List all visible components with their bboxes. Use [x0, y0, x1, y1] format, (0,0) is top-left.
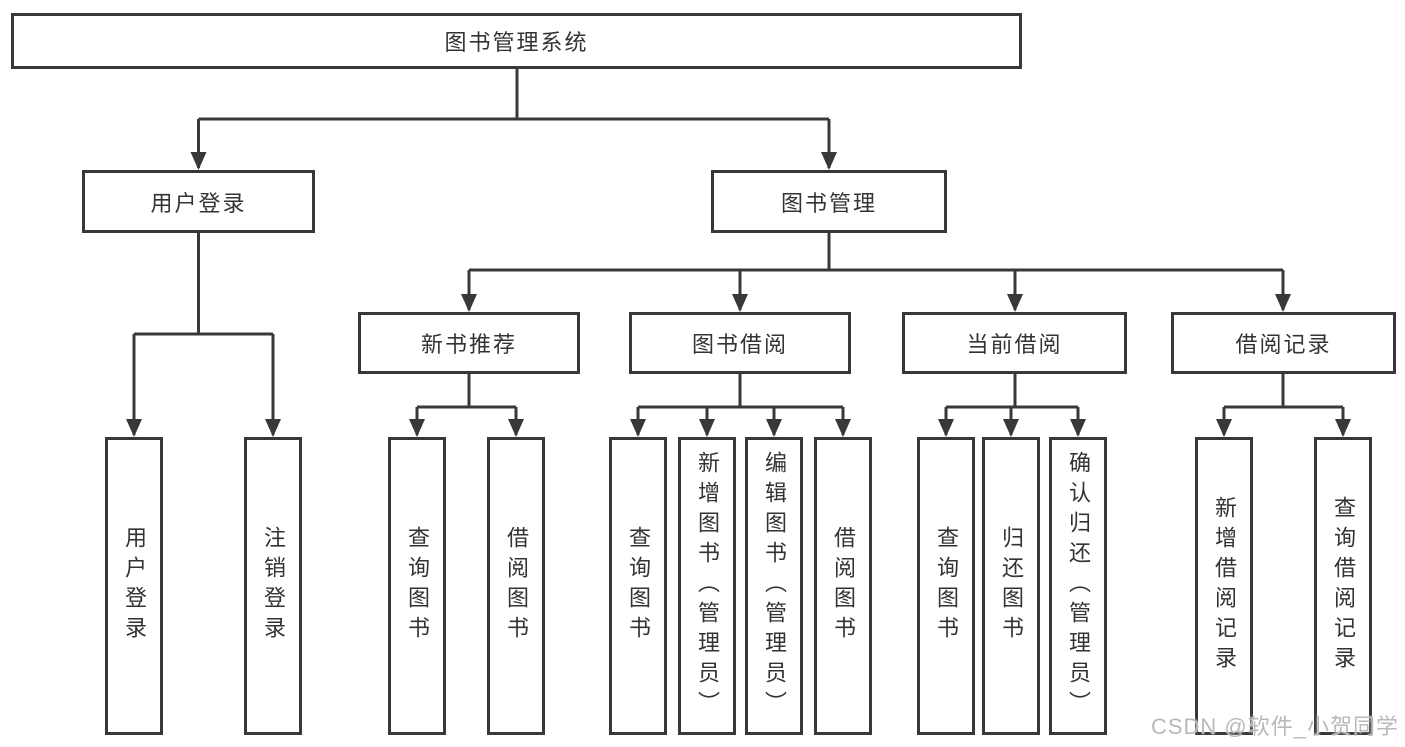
node-leaf-return-book: 归还图书 [982, 437, 1040, 735]
node-borrow-records: 借阅记录 [1171, 312, 1396, 374]
node-leaf-add-borrow-record: 新增借阅记录 [1195, 437, 1253, 735]
node-leaf-borrow-books-recommend: 借阅图书 [487, 437, 545, 735]
node-current-borrowing: 当前借阅 [902, 312, 1127, 374]
node-new-book-recommend: 新书推荐 [358, 312, 580, 374]
node-leaf-user-login: 用户登录 [105, 437, 163, 735]
node-leaf-query-books-recommend: 查询图书 [388, 437, 446, 735]
node-root-library-system: 图书管理系统 [11, 13, 1022, 69]
tree-edges [132, 68, 1345, 435]
node-leaf-confirm-return-admin: 确认归还（管理员） [1049, 437, 1107, 735]
node-leaf-query-books-current: 查询图书 [917, 437, 975, 735]
csdn-watermark: CSDN @软件_小贺同学 [1150, 714, 1399, 739]
node-book-borrowing: 图书借阅 [629, 312, 851, 374]
node-leaf-logout: 注销登录 [244, 437, 302, 735]
node-leaf-query-books-borrow: 查询图书 [609, 437, 667, 735]
node-leaf-borrow-books: 借阅图书 [814, 437, 872, 735]
node-leaf-edit-book-admin: 编辑图书（管理员） [745, 437, 803, 735]
node-leaf-query-borrow-record: 查询借阅记录 [1314, 437, 1372, 735]
node-leaf-add-book-admin: 新增图书（管理员） [678, 437, 736, 735]
node-book-management-module: 图书管理 [711, 170, 947, 233]
node-user-login-module: 用户登录 [82, 170, 315, 233]
